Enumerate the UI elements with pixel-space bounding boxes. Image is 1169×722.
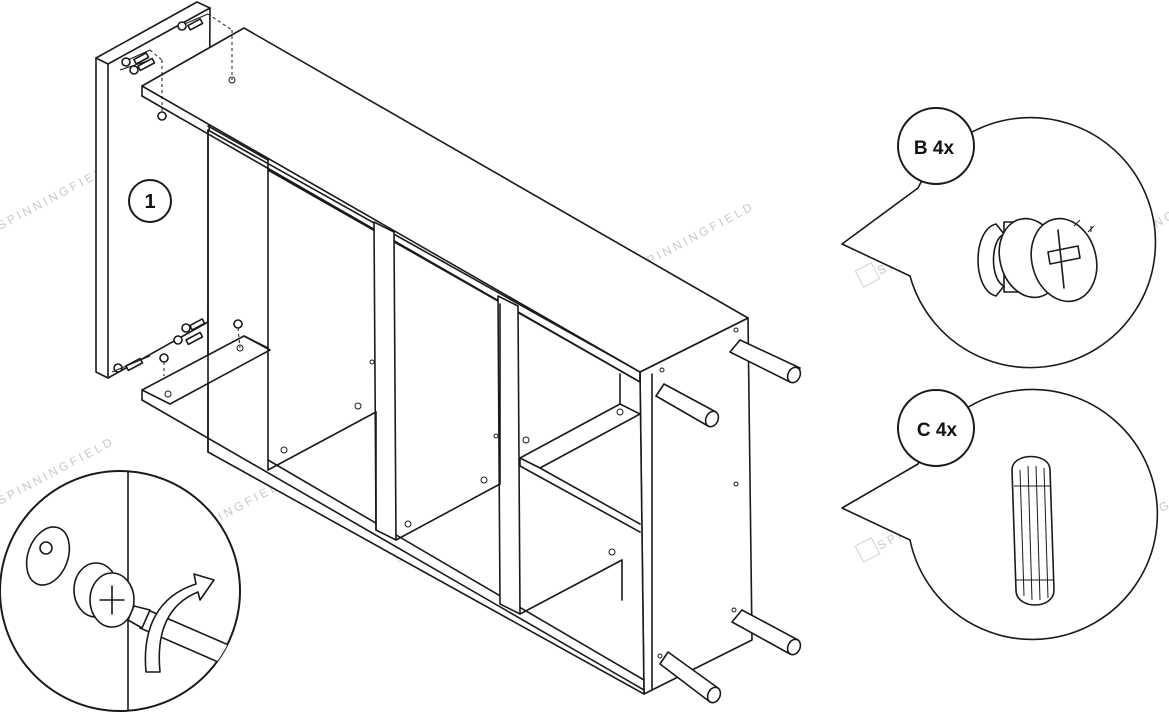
cabinet-right-side (639, 317, 753, 695)
cabinet-top (141, 27, 749, 373)
dowel (659, 651, 722, 704)
callout-label-bubble (897, 107, 975, 185)
step-number: 1 (144, 191, 155, 213)
clockwise-arrow-icon (144, 573, 215, 673)
detail-magnifier (0, 470, 241, 712)
callout-label-bubble (897, 389, 975, 467)
callout-c: C 4x (841, 388, 1159, 641)
shelf (519, 403, 641, 469)
dowel (655, 383, 720, 428)
panel-fittings (111, 13, 243, 376)
divider-middle (497, 295, 521, 615)
cam-lock-fitting-icon (73, 562, 135, 628)
callout-b: B 4x (841, 107, 1157, 369)
watermark-logo (854, 537, 881, 563)
cam-lock-fitting-icon (977, 217, 1098, 303)
dowel (729, 339, 802, 384)
callout-b-label: B 4x (914, 138, 955, 159)
watermark-text: SPINNINGFIELD (635, 199, 757, 273)
cabinet-body (141, 27, 753, 695)
wooden-dowel-icon (1011, 455, 1055, 606)
dowel (731, 609, 802, 656)
callout-c-label: C 4x (917, 420, 958, 441)
divider-left (373, 221, 397, 541)
watermark-logo (854, 262, 881, 288)
cabinet-bottom-end (141, 335, 271, 405)
cabinet-dowels (655, 339, 802, 704)
step-number-badge: 1 (128, 179, 172, 223)
